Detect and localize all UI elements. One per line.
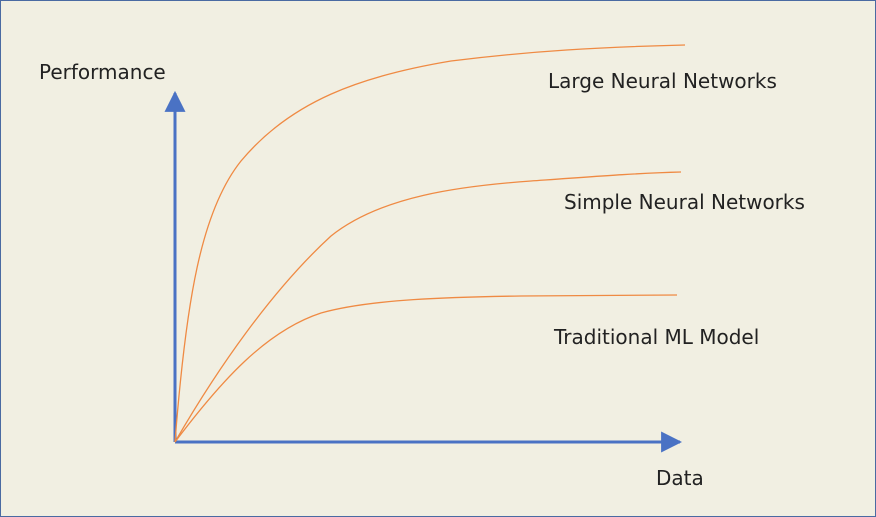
- curve-large-neural-networks: [174, 44, 686, 443]
- curve-label-simple-neural-networks: Simple Neural Networks: [564, 190, 805, 214]
- curve-label-traditional-ml-model: Traditional ML Model: [554, 325, 760, 349]
- curve-simple-neural-networks: [174, 171, 682, 443]
- curve-label-large-neural-networks: Large Neural Networks: [548, 69, 777, 93]
- curve-traditional-ml-model: [174, 294, 678, 443]
- y-axis-label: Performance: [39, 60, 166, 84]
- x-axis-label: Data: [656, 466, 704, 490]
